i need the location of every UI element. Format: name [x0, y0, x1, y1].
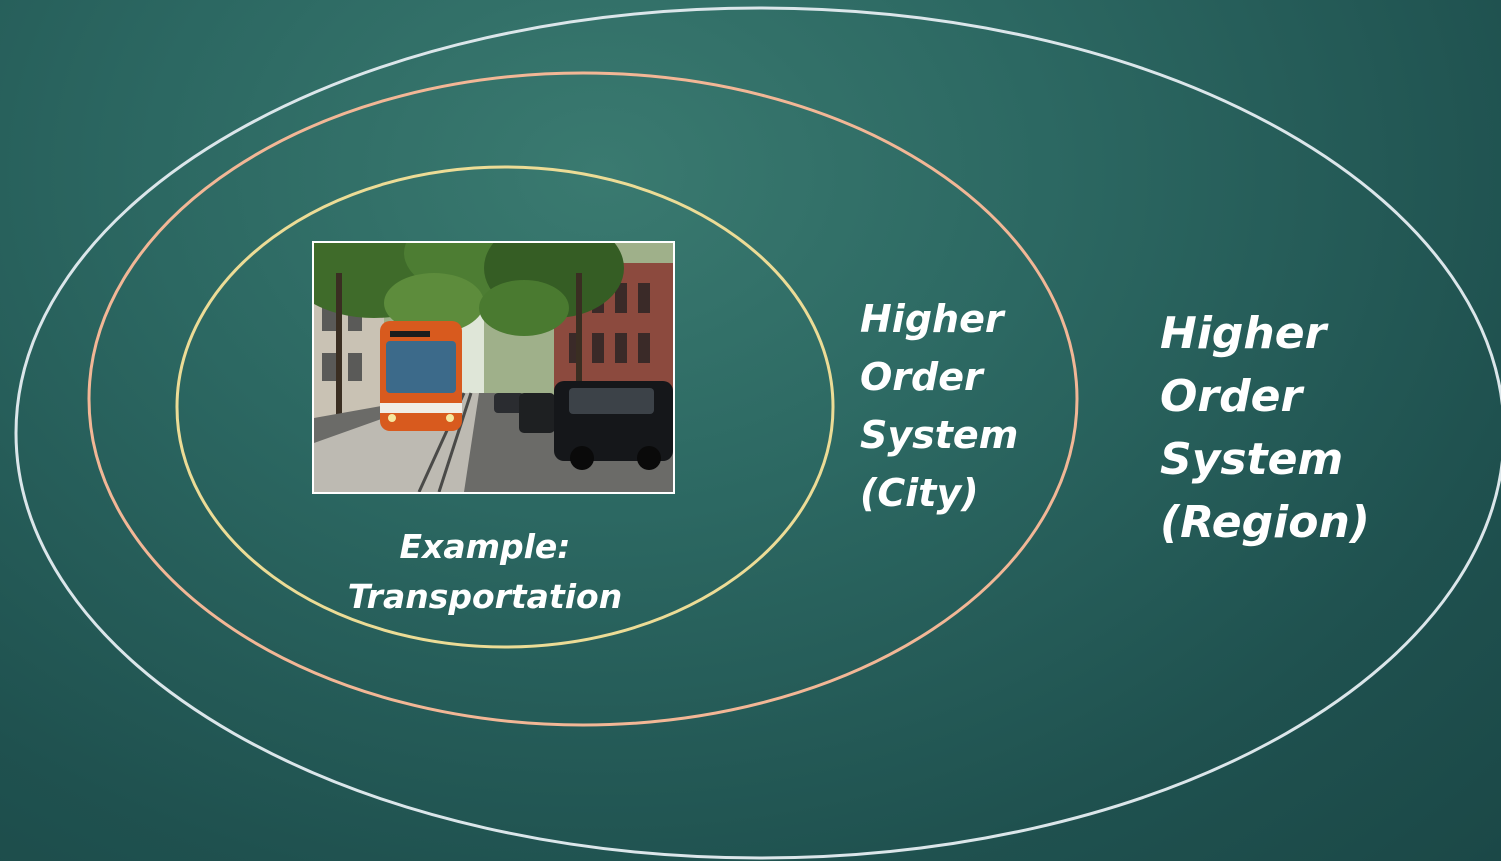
example-label: Example: Transportation	[347, 527, 623, 616]
city-system-label: Higher Order System (City)	[860, 297, 1019, 515]
region-ring	[14, 6, 1501, 860]
region-system-label: Higher Order System (Region)	[1160, 308, 1370, 548]
streetcar-photo	[312, 241, 675, 494]
example-ring	[175, 165, 835, 649]
city-ring	[87, 71, 1079, 727]
